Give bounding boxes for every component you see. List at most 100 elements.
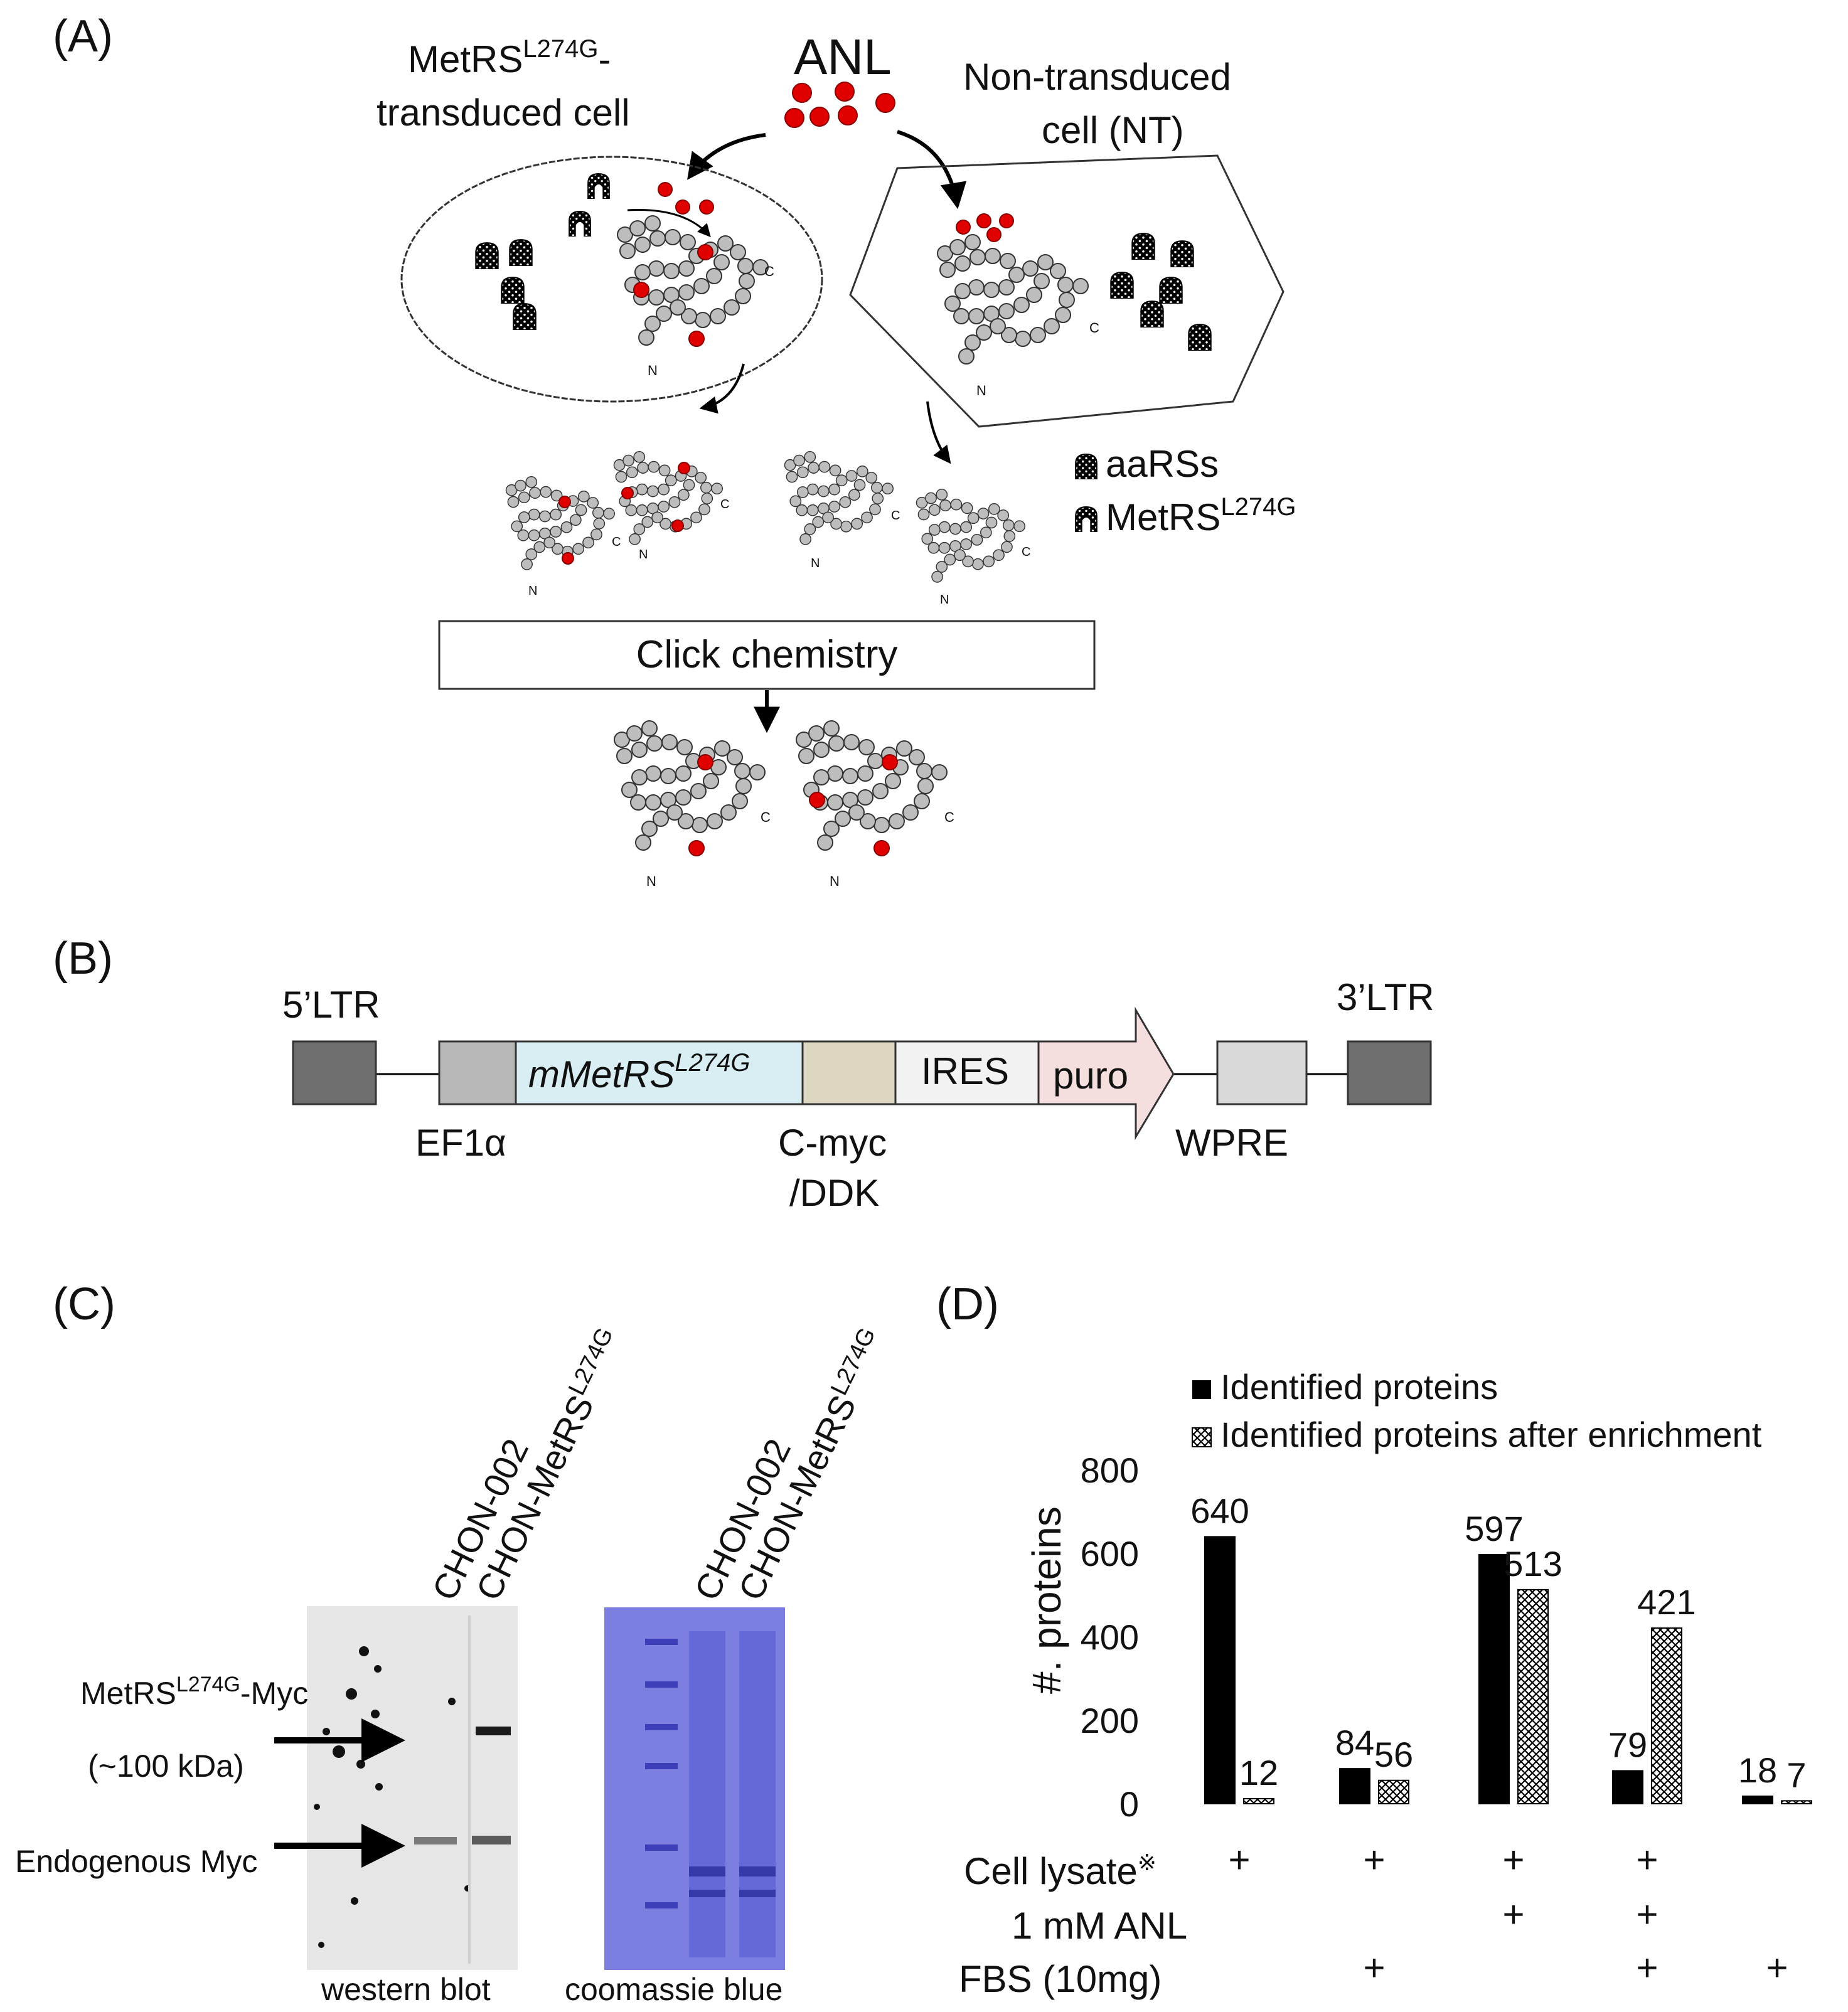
protein-c-terminus: C	[891, 509, 900, 523]
aars-enzyme-icon	[1159, 277, 1183, 304]
anl-dot	[792, 83, 812, 103]
ef1a-label: EF1α	[415, 1122, 506, 1164]
secreted-proteins-nontransduced	[784, 450, 1026, 583]
anl-dot	[699, 200, 714, 215]
coomassie-caption: coomassie blue	[565, 1972, 782, 2007]
band-metrs-label: MetRSL274G-Myc	[80, 1673, 308, 1711]
bar-label-enriched: 56	[1374, 1735, 1413, 1774]
legend-swatch-enriched	[1192, 1427, 1212, 1447]
enriched-proteins	[614, 720, 948, 851]
transduced-cell	[400, 156, 823, 403]
condition-plus-mark: +	[1363, 1947, 1385, 1989]
bar-identified	[1204, 1536, 1236, 1804]
aars-enzyme-icon	[1170, 240, 1194, 267]
anl-residue	[558, 496, 571, 508]
legend-identified-label: Identified proteins	[1220, 1367, 1498, 1407]
panel-c: (C) CHON-002 CHON-MetRSL274G CHON-002 CH…	[15, 1279, 881, 2007]
anl-residue	[633, 282, 649, 298]
bar-label-identified: 597	[1465, 1509, 1523, 1548]
protein-n-terminus: N	[940, 593, 949, 607]
bar-label-enriched: 513	[1504, 1544, 1562, 1584]
legend-swatch-identified	[1192, 1380, 1211, 1399]
panel-c-label: (C)	[53, 1279, 115, 1329]
transduced-title-dash: -	[598, 38, 611, 80]
legend-panel-a: aaRSs MetRSL274G	[1075, 443, 1296, 538]
cmyc-label-line2: /DDK	[789, 1172, 879, 1214]
aars-enzyme-icon	[1188, 324, 1212, 351]
wb-band-metrs	[476, 1727, 511, 1735]
y-tick-label: 800	[1081, 1450, 1139, 1490]
legend-metrs-main: MetRS	[1106, 496, 1220, 538]
anl-residue	[678, 462, 690, 474]
bar-label-enriched: 7	[1787, 1755, 1806, 1794]
aars-legend-icon	[1075, 454, 1098, 479]
ltr5-label: 5’LTR	[282, 984, 380, 1026]
wb-band-myc-lane2	[472, 1836, 511, 1844]
click-chemistry-box	[438, 620, 1096, 690]
legend-metrs-sup: L274G	[1220, 493, 1296, 521]
protein-c-terminus: C	[1089, 320, 1099, 336]
western-blot-marks	[314, 1646, 471, 1948]
cmyc-label-line1: C-myc	[778, 1122, 887, 1164]
bar-label-enriched: 421	[1637, 1582, 1696, 1622]
coomassie-ladder	[645, 1639, 678, 1908]
band-metrs-sup: L274G	[176, 1673, 240, 1696]
anl-dot	[976, 213, 991, 228]
protein-n-terminus: N	[976, 383, 986, 398]
metrs-enzyme-icon	[569, 211, 591, 237]
condition-plus-mark: +	[1766, 1947, 1788, 1989]
wb-band-myc-lane1	[414, 1837, 457, 1844]
western-blot-caption: western blot	[321, 1972, 491, 2007]
panel-b: (B) 5’LTR 3’LTR mMetRSL274G IRES puro EF…	[53, 934, 1434, 1214]
condition-plus-mark: +	[1502, 1839, 1524, 1881]
anl-residue	[621, 487, 634, 499]
bar-enriched	[1243, 1798, 1274, 1805]
protein-n-terminus: N	[830, 873, 840, 889]
anl-dot	[875, 93, 895, 113]
wb-lane2-sup: L274G	[563, 1324, 619, 1400]
anl-in-nontransduced	[956, 213, 1014, 242]
bar-label-identified: 79	[1608, 1725, 1647, 1764]
protein-c-terminus: C	[764, 263, 774, 279]
mmetrs-main: mMetRS	[528, 1053, 675, 1095]
anl-dot	[838, 105, 858, 125]
band-metrs-main: MetRS	[80, 1676, 176, 1711]
mmetrs-sup: L274G	[675, 1049, 750, 1077]
cmyc-block	[801, 1040, 897, 1105]
ires-block	[894, 1040, 1040, 1105]
wpre-block	[1216, 1040, 1308, 1105]
anl-residue	[809, 792, 825, 808]
aars-enzyme-icon	[1131, 233, 1155, 260]
y-tick-label: 200	[1081, 1701, 1139, 1740]
anl-molecules	[784, 82, 895, 128]
anl-dot	[784, 108, 804, 128]
row-label-cell-lysate-main: Cell lysate	[964, 1850, 1138, 1892]
row-label-cell-lysate: Cell lysate※	[964, 1850, 1156, 1892]
arrow-to-nontransduced	[897, 130, 967, 210]
bar-enriched	[1781, 1800, 1812, 1804]
legend-aarss-label: aaRSs	[1106, 443, 1219, 485]
bar-label-identified: 18	[1738, 1750, 1777, 1790]
anl-dot	[809, 107, 830, 127]
row-label-anl: 1 mM ANL	[1012, 1905, 1187, 1947]
panel-a: (A) MetRSL274G- transduced cell ANL Non-…	[53, 11, 1296, 889]
y-axis-label: #. proteins	[1024, 1506, 1069, 1694]
anl-residue	[562, 552, 574, 565]
legend-metrs-label: MetRSL274G	[1106, 493, 1296, 538]
bar-label-identified: 640	[1190, 1491, 1249, 1530]
puro-arrow	[1037, 1006, 1175, 1141]
anl-dot	[999, 213, 1014, 228]
anl-residue	[688, 331, 705, 347]
aars-enzyme-icon	[513, 303, 537, 330]
protein-c-terminus: C	[944, 809, 954, 825]
aars-enzyme-icon	[475, 242, 499, 269]
aars-enzyme-icon	[1140, 301, 1164, 327]
bar-enriched	[1651, 1627, 1682, 1804]
nontransduced-title: Non-transduced	[963, 56, 1231, 98]
condition-plus-mark: +	[1636, 1839, 1658, 1881]
y-tick-label: 600	[1081, 1534, 1139, 1573]
anl-dot	[835, 82, 855, 102]
protein-n-terminus: N	[648, 363, 658, 378]
